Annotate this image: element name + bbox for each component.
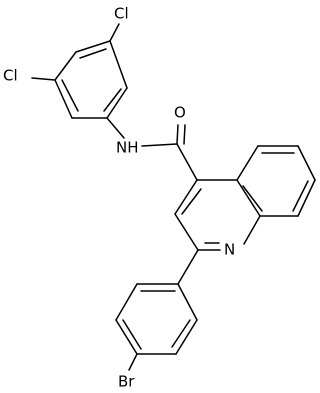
bond-ring-to-nh: [106, 117, 125, 139]
atom-cl-left: Cl: [3, 67, 18, 85]
bond: [54, 51, 77, 81]
bond-to-cl-upper: [109, 23, 120, 42]
bond: [61, 79, 79, 112]
quinoline-benzo-ring: [236, 145, 316, 217]
atom-ring-n: N: [224, 241, 235, 259]
bond: [115, 283, 138, 321]
bond: [75, 40, 111, 53]
bond: [297, 179, 316, 217]
bond-carbonyl-double-2: [183, 124, 186, 145]
atom-cl-upper: Cl: [114, 5, 129, 23]
atom-br: Br: [118, 373, 135, 391]
atom-carbonyl-o: O: [174, 104, 186, 122]
bond: [297, 145, 316, 181]
bond-nh-to-carbonyl-c: [141, 143, 178, 147]
bond: [106, 87, 128, 119]
bond: [236, 179, 261, 217]
bond-quinoline-to-bromophenyl: [177, 249, 199, 285]
bond: [174, 213, 199, 251]
bond: [115, 319, 138, 355]
bond: [103, 88, 122, 112]
bond: [181, 188, 202, 215]
bond-to-br: [128, 353, 138, 371]
quinoline-pyridine-ring: [174, 179, 261, 251]
bond: [122, 319, 142, 350]
bond: [242, 185, 263, 212]
bond: [292, 180, 309, 212]
bond: [174, 179, 198, 215]
bond: [54, 79, 73, 119]
bond-to-cl-left: [31, 77, 56, 81]
bond: [243, 215, 261, 245]
bond: [109, 40, 128, 89]
atom-amide-nh: NH: [116, 139, 139, 157]
bond: [171, 319, 191, 348]
bond: [175, 319, 198, 355]
bond: [236, 145, 259, 181]
bond: [177, 283, 198, 321]
bond: [79, 48, 107, 59]
bromophenyl-ring: [115, 283, 198, 355]
bond-carbonyl-c-to-quinoline: [176, 143, 198, 181]
bond-carbonyl-double-1: [176, 124, 179, 145]
dichlorophenyl-ring: [54, 40, 128, 119]
